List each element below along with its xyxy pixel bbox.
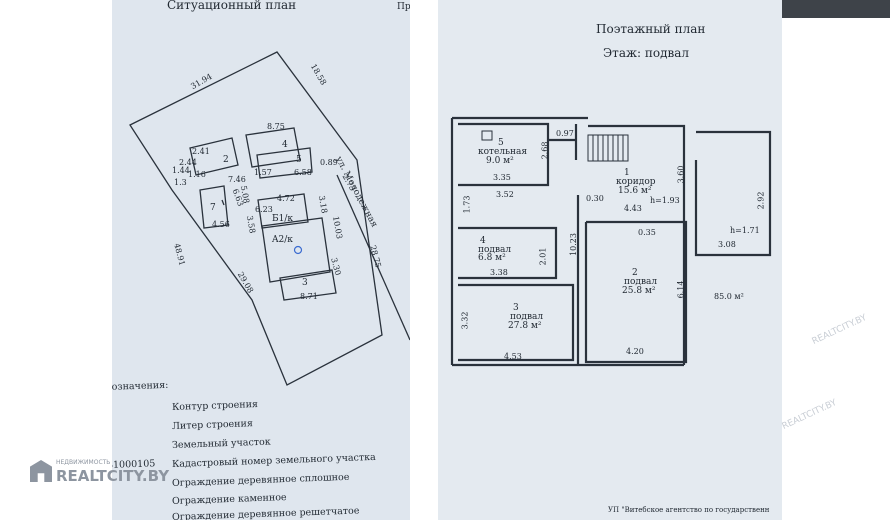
boiler-icon (481, 130, 493, 141)
annex-wall (694, 130, 772, 257)
room-area: 27.8 м² (508, 321, 542, 331)
dim-label: 4.20 (626, 347, 644, 356)
dim-label: 0.89 (320, 158, 338, 167)
room-number: 4 (480, 236, 486, 246)
building-number: 4 (282, 140, 288, 150)
building-outline-b1 (257, 193, 309, 229)
dim-label: 3.35 (493, 173, 511, 182)
room-name: подвал (510, 312, 544, 322)
floor-name: Этаж: подвал (603, 46, 690, 60)
building-letter-b1: Б1/к (272, 214, 293, 224)
dim-label: h=1.93 (650, 196, 680, 205)
dim-label: 6.14 (676, 280, 686, 299)
dim-label: 4.43 (624, 204, 642, 213)
floor-plan-title: Поэтажный план (596, 22, 706, 36)
dim-label: 2.68 (540, 141, 550, 160)
dim-label: 6.23 (255, 205, 273, 214)
dim-label: 1.57 (254, 168, 272, 177)
situation-plan-title: Ситуационный план (167, 0, 297, 12)
corner-text-fragment: Пр (397, 2, 410, 12)
building-outline-4 (245, 127, 301, 168)
building-number: 2 (223, 155, 229, 165)
dim-label: 4.56 (212, 220, 230, 229)
dim-label: 2.01 (538, 247, 548, 266)
dim-label: 3.60 (676, 165, 686, 184)
room-number: 5 (498, 138, 504, 148)
total-area: 85.0 м² (714, 292, 744, 301)
room-number: 1 (624, 168, 630, 178)
room-name: подвал (478, 245, 512, 255)
outer-wall (588, 124, 686, 190)
background-edge (782, 0, 890, 18)
floor-plan-page: Поэтажный план Этаж: подвал 5 котельная … (438, 0, 782, 520)
dim-label: 1.44 (172, 166, 190, 175)
dim-label: 4.53 (504, 352, 522, 361)
building-number: 3 (302, 278, 308, 288)
cadastral-marker-icon (293, 245, 303, 255)
building-outline-7 (199, 185, 229, 229)
dim-label: 0.30 (586, 194, 604, 203)
dim-label: 2.44 (179, 158, 197, 167)
dim-label: 7.46 (228, 175, 246, 184)
dim-label: 3.38 (490, 268, 508, 277)
staircase (587, 134, 629, 162)
dim-label: 8.71 (300, 292, 318, 301)
situation-plan-page: Ситуационный план Пр ул. Молодежная 31.9… (112, 0, 410, 520)
building-number: 5 (296, 155, 302, 165)
dim-label: 1.73 (462, 195, 472, 214)
building-outline-3 (279, 269, 337, 301)
watermark-faint: REALTCITY.BY (810, 313, 869, 347)
dim-label: 4.72 (277, 194, 295, 203)
dim-label: h=1.71 (730, 226, 760, 235)
dim-label: 3.08 (718, 240, 736, 249)
building-number: 7 (210, 203, 216, 213)
dim-label: 3.52 (496, 190, 514, 199)
floor-plan-drawing (450, 116, 772, 367)
room-4-wall (458, 226, 558, 280)
room-area: 9.0 м² (486, 156, 514, 166)
house-logo-icon (30, 460, 52, 482)
legend-heading: бозначения: (112, 379, 169, 393)
building-outline-2 (189, 137, 239, 176)
room-2-wall (584, 220, 688, 364)
land-plot-boundary (129, 51, 383, 386)
dim-label: 8.75 (267, 122, 285, 131)
dim-label: 0.97 (556, 129, 574, 138)
room-area: 25.8 м² (622, 286, 656, 296)
dim-label: 3.32 (460, 311, 470, 330)
room-3-wall (458, 283, 575, 362)
dim-label: 1.3 (174, 178, 187, 187)
dim-label: 1.16 (188, 170, 206, 179)
room-area: 6.8 м² (478, 253, 506, 263)
building-letter-a2: A2/к (272, 235, 293, 245)
building-outline-a2 (261, 217, 331, 283)
room-name: подвал (624, 277, 658, 287)
dim-label: 2.41 (192, 147, 210, 156)
room-name: коридор (616, 177, 656, 187)
room-number: 2 (632, 268, 638, 278)
building-outline-5 (256, 147, 313, 179)
dim-label: 2.92 (756, 191, 766, 210)
watermark-faint: REALTCITY.BY (780, 398, 839, 432)
dim-label: 6.58 (294, 168, 312, 177)
dim-label: 10.23 (568, 233, 578, 256)
footer-text-fragment: УП "Витебское агентство по государственн (608, 506, 770, 514)
room-area: 15.6 м² (618, 186, 652, 196)
watermark-subtitle: НЕДВИЖИМОСТЬ (56, 459, 111, 466)
situation-plan-drawing (129, 51, 410, 386)
watermark-brand: REALTCITY.BY (56, 467, 170, 485)
room-number: 3 (513, 303, 519, 313)
room-5-wall (458, 122, 550, 187)
dim-label: 0.35 (638, 228, 656, 237)
room-name: котельная (478, 147, 528, 157)
